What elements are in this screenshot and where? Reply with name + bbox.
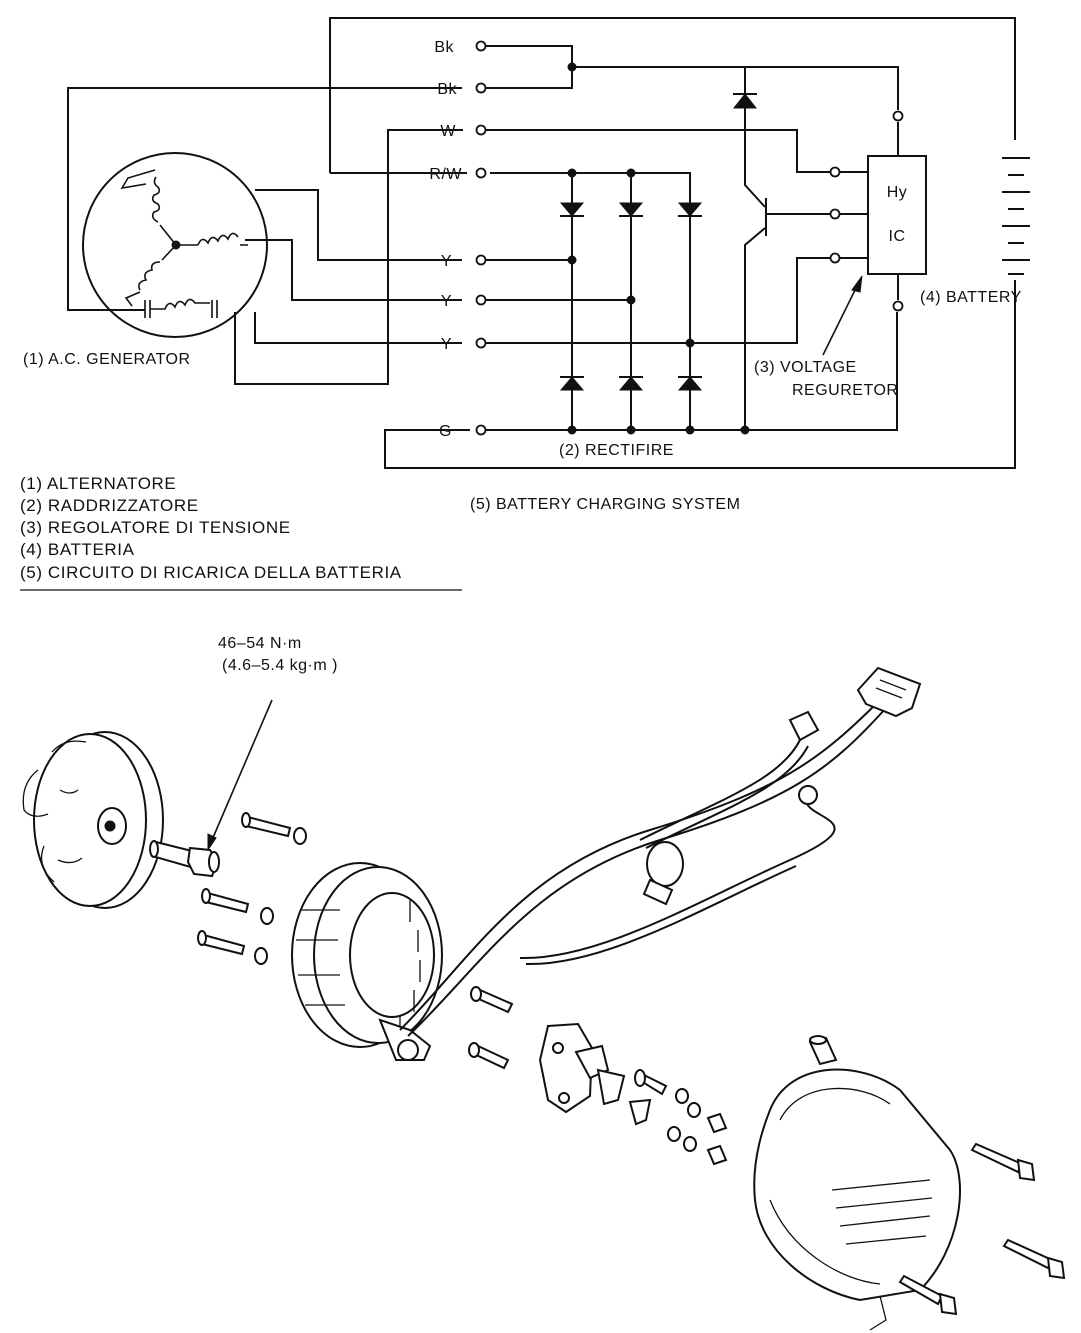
legend-item-2: (2) RADDRIZZATORE [20,496,199,515]
stator-bolt [201,888,274,925]
rectifier-label: (2) RECTIFIRE [559,442,674,459]
diode-icon [559,202,585,217]
terminal-y-1: Y [441,253,452,270]
washer [683,1136,697,1152]
legend-item-1: (1) ALTERNATORE [20,474,176,493]
battery-label: (4) BATTERY [920,289,1022,306]
terminal-y-2: Y [441,293,452,310]
torque-value-kgm: (4.6–5.4 kg·m ) [222,657,338,674]
flywheel-rotor [22,731,164,909]
spacer [808,1035,838,1066]
cover-bolt [898,1274,958,1316]
diode-icon [677,376,703,391]
terminal-bk-2: Bk [437,81,457,98]
system-caption: (5) BATTERY CHARGING SYSTEM [470,496,740,513]
alternator-cover [753,1068,961,1331]
rectifier-screw [470,986,514,1014]
legend: (1) ALTERNATORE (2) RADDRIZZATORE (3) RE… [20,474,462,591]
diode-icon [618,376,644,391]
diode-icon [559,376,585,391]
regulator-ic [867,155,927,275]
washer [687,1102,701,1118]
diode-icon [732,93,758,109]
cover-bolt [1002,1238,1066,1280]
torque-arrow [211,699,273,841]
diode-icon [618,202,644,217]
washer [667,1126,681,1142]
legend-item-5: (5) CIRCUITO DI RICARICA DELLA BATTERIA [20,563,402,582]
flywheel-bolt [149,840,220,878]
rectifier-screw [468,1042,510,1070]
torque-value-nm: 46–54 N·m [218,635,302,652]
cover-bolt [970,1142,1036,1182]
bracket-screw [634,1069,668,1096]
small-screw [706,1144,728,1166]
terminal-bk-1: Bk [434,39,454,56]
stator-bolt [197,930,268,965]
terminal-w: W [440,123,456,140]
wiring-schematic: Hy IC Bk Bk W R/W Y Y Y G [23,17,1030,513]
terminal-rw: R/W [429,166,462,183]
battery-icon [1002,140,1030,280]
regulator-label-line2: REGURETOR [792,382,898,399]
brush-holder-bracket [538,1022,652,1126]
diode-icon [677,202,703,217]
terminal-y-3: Y [441,336,452,353]
terminal-g: G [439,423,452,440]
legend-item-4: (4) BATTERIA [20,540,135,559]
small-screw [706,1112,728,1134]
washer [675,1088,689,1104]
stator-bolt [241,812,307,845]
ac-generator-icon [82,152,268,338]
ic-label-top: Hy [887,184,908,201]
ic-label-bottom: IC [889,228,906,245]
legend-item-3: (3) REGOLATORE DI TENSIONE [20,518,291,537]
wiring-harness [399,666,922,1037]
generator-label: (1) A.C. GENERATOR [23,351,191,368]
stator [291,862,443,1061]
regulator-label-line1: (3) VOLTAGE [754,359,857,376]
exploded-view: 46–54 N·m (4.6–5.4 kg·m ) [22,635,1066,1331]
